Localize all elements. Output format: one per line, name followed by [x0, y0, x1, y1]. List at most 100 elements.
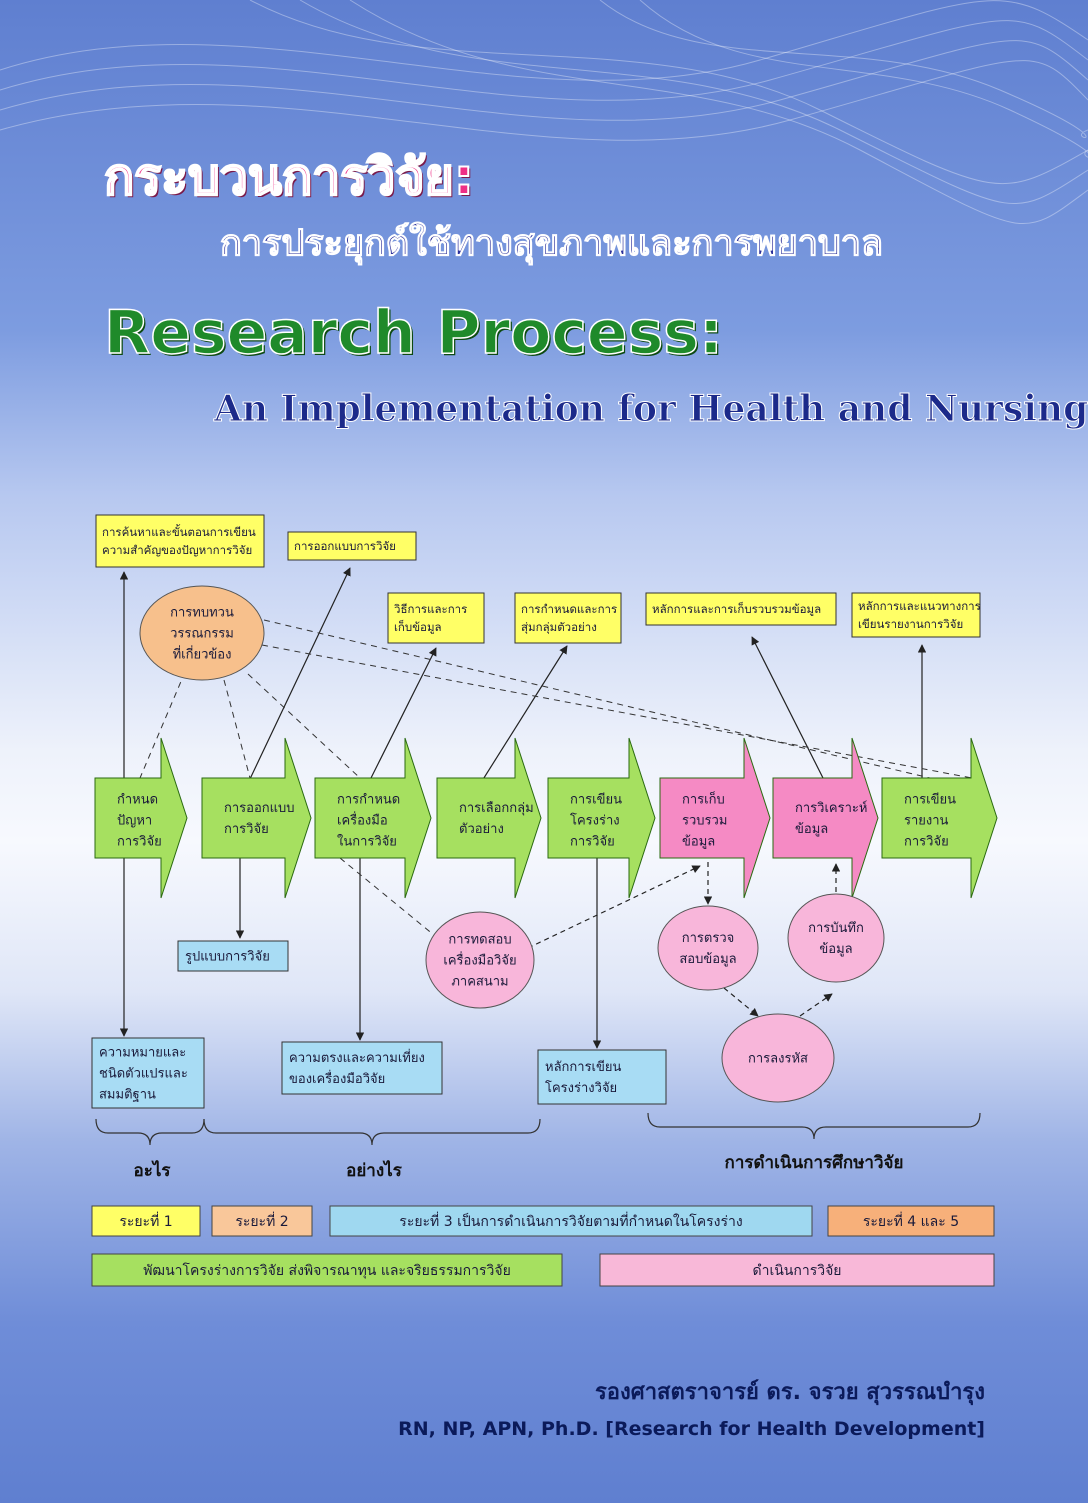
circle-shape	[721, 1013, 835, 1103]
process-step-6: การเก็บรวบรวมข้อมูล	[659, 737, 771, 899]
dashed-link-6	[339, 857, 441, 941]
legend-label: พัฒนาโครงร่างการวิจัย ส่งพิจารณาทุน และจ…	[143, 1262, 511, 1279]
step-label-line: การเลือกกลุ่ม	[459, 800, 534, 816]
legend-swatch	[599, 1253, 995, 1287]
label-boxes: การค้นหาและขั้นตอนการเขียนความสำคัญของปั…	[91, 514, 981, 1109]
process-steps: กำหนดปัญหาการวิจัยการออกแบบการวิจัยการกำ…	[94, 737, 998, 899]
top-box-rect	[851, 592, 981, 638]
circle-shape	[139, 585, 265, 681]
decorative-waves	[0, 0, 1088, 225]
phase-legend: ระยะที่ 1 ระยะที่ 2 ระยะที่ 3 เป็นการดำเนิ…	[91, 1205, 995, 1287]
bottom-box-label-line: ความหมายและ	[99, 1046, 186, 1061]
circle-shape	[425, 911, 535, 1009]
step-label-line: เครื่องมือ	[337, 812, 388, 829]
step-label-line: ข้อมูล	[682, 835, 715, 850]
top-box-1: การค้นหาและขั้นตอนการเขียนความสำคัญของปั…	[95, 514, 265, 568]
step-label-line: ในการวิจัย	[337, 834, 397, 850]
top-box-label-line: เขียนรายงานการวิจัย	[858, 617, 963, 631]
dashed-link-1	[139, 671, 186, 779]
legend-swatch	[91, 1253, 563, 1287]
step-label-line: การเขียน	[570, 792, 622, 808]
bottom-box-label-line: ชนิดตัวแปรและ	[99, 1067, 188, 1082]
author-name: รองศาสตราจารย์ ดร. จรวย สุวรรณบำรุง	[594, 1380, 985, 1405]
step-arrow-shape	[314, 737, 432, 899]
step-arrow-shape	[201, 737, 312, 899]
activity-circles: การทบทวนวรรณกรรมที่เกี่ยวข้องการทดสอบเคร…	[139, 585, 885, 1103]
top-box-label-line: เก็บข้อมูล	[394, 619, 442, 634]
solid-arrow-2	[239, 567, 351, 801]
step-label-line: การกำหนด	[337, 793, 400, 808]
legend-item-3: ระยะที่ 3 เป็นการดำเนินการวิจัยตามที่กำห…	[329, 1205, 813, 1237]
brace-how	[203, 1118, 541, 1146]
circle-label-line: วรรณกรรม	[170, 627, 234, 642]
top-box-5: หลักการและการเก็บรวบรวมข้อมูล	[645, 592, 837, 626]
dashed-link-5	[263, 619, 931, 779]
brace-label-conduct: การดำเนินการศึกษาวิจัย	[725, 1153, 904, 1173]
subtitle-english: An Implementation for Health and Nursing	[213, 388, 1088, 431]
circle-shape	[787, 893, 885, 983]
top-box-3: วิธีการและการเก็บข้อมูล	[387, 592, 485, 644]
step-arrow-shape	[659, 737, 771, 899]
step-label-line: การวิจัย	[224, 822, 269, 837]
top-box-label-line: การค้นหาและขั้นตอนการเขียน	[102, 524, 256, 539]
step-label-line: การวิจัย	[117, 835, 162, 850]
phase-braces	[95, 1112, 981, 1146]
legend-label: ดำเนินการวิจัย	[752, 1263, 841, 1279]
bottom-box-rect	[281, 1041, 443, 1095]
top-box-rect	[514, 592, 622, 644]
title-thai: กระบวนการวิจัย:	[103, 147, 475, 207]
legend-item-2: ระยะที่ 2	[211, 1205, 313, 1237]
brace-label-how: อย่างไร	[346, 1160, 403, 1181]
legend-item-4: ระยะที่ 4 และ 5	[827, 1205, 995, 1237]
circle-label-line: สอบข้อมูล	[679, 952, 736, 967]
legend-label: ระยะที่ 3 เป็นการดำเนินการวิจัยตามที่กำห…	[399, 1212, 742, 1230]
bottom-box-1: รูปแบบการวิจัย	[177, 940, 289, 972]
activity-circle-5: การลงรหัส	[721, 1013, 835, 1103]
process-step-7: การวิเคราะห์ข้อมูล	[772, 737, 879, 899]
bottom-box-rect	[177, 940, 289, 972]
bottom-box-rect	[537, 1049, 667, 1105]
bottom-box-label-line: ความตรงและความเที่ยง	[289, 1049, 425, 1066]
legend-item-1: ระยะที่ 1	[91, 1205, 201, 1237]
step-label-line: ตัวอย่าง	[459, 822, 504, 837]
brace-what	[95, 1118, 205, 1146]
step-arrow-shape	[436, 737, 542, 899]
dashed-arrow-4	[799, 993, 833, 1017]
step-label-line: การเก็บ	[682, 790, 725, 808]
top-box-label-line: ความสำคัญของปัญหาการวิจัย	[102, 543, 252, 557]
process-step-8: การเขียนรายงานการวิจัย	[881, 737, 998, 899]
dashed-link-2	[223, 679, 251, 779]
step-arrow-shape	[772, 737, 879, 899]
bottom-box-rect	[91, 1037, 205, 1109]
dashed-arrow-1	[527, 865, 701, 949]
dashed-link-3	[247, 673, 361, 779]
dashed-arrow-3	[723, 987, 759, 1017]
top-box-rect	[645, 592, 837, 626]
circle-label-line: ข้อมูล	[819, 942, 852, 957]
dashed-link-4	[261, 644, 973, 779]
brace-conduct	[647, 1112, 981, 1140]
circle-shape	[657, 905, 759, 991]
bottom-box-label-line: สมมติฐาน	[99, 1088, 156, 1103]
circle-label-line: เครื่องมือวิจัย	[443, 952, 516, 969]
bottom-box-label-line: รูปแบบการวิจัย	[185, 950, 270, 965]
legend-swatch	[827, 1205, 995, 1237]
bottom-box-label-line: หลักการเขียน	[545, 1059, 622, 1075]
step-label-line: โครงร่าง	[570, 813, 620, 829]
top-box-rect	[387, 592, 485, 644]
activity-circle-4: การบันทึกข้อมูล	[787, 893, 885, 983]
legend-label: ระยะที่ 4 และ 5	[863, 1212, 959, 1230]
step-label-line: รายงาน	[904, 814, 949, 829]
step-label-line: การออกแบบ	[224, 801, 295, 816]
step-label-line: การวิจัย	[570, 835, 615, 850]
top-box-rect	[287, 531, 417, 561]
top-box-label-line: หลักการและแนวทางการ	[858, 599, 981, 613]
author-credentials: RN, NP, APN, Ph.D. [Research for Health …	[398, 1418, 985, 1440]
